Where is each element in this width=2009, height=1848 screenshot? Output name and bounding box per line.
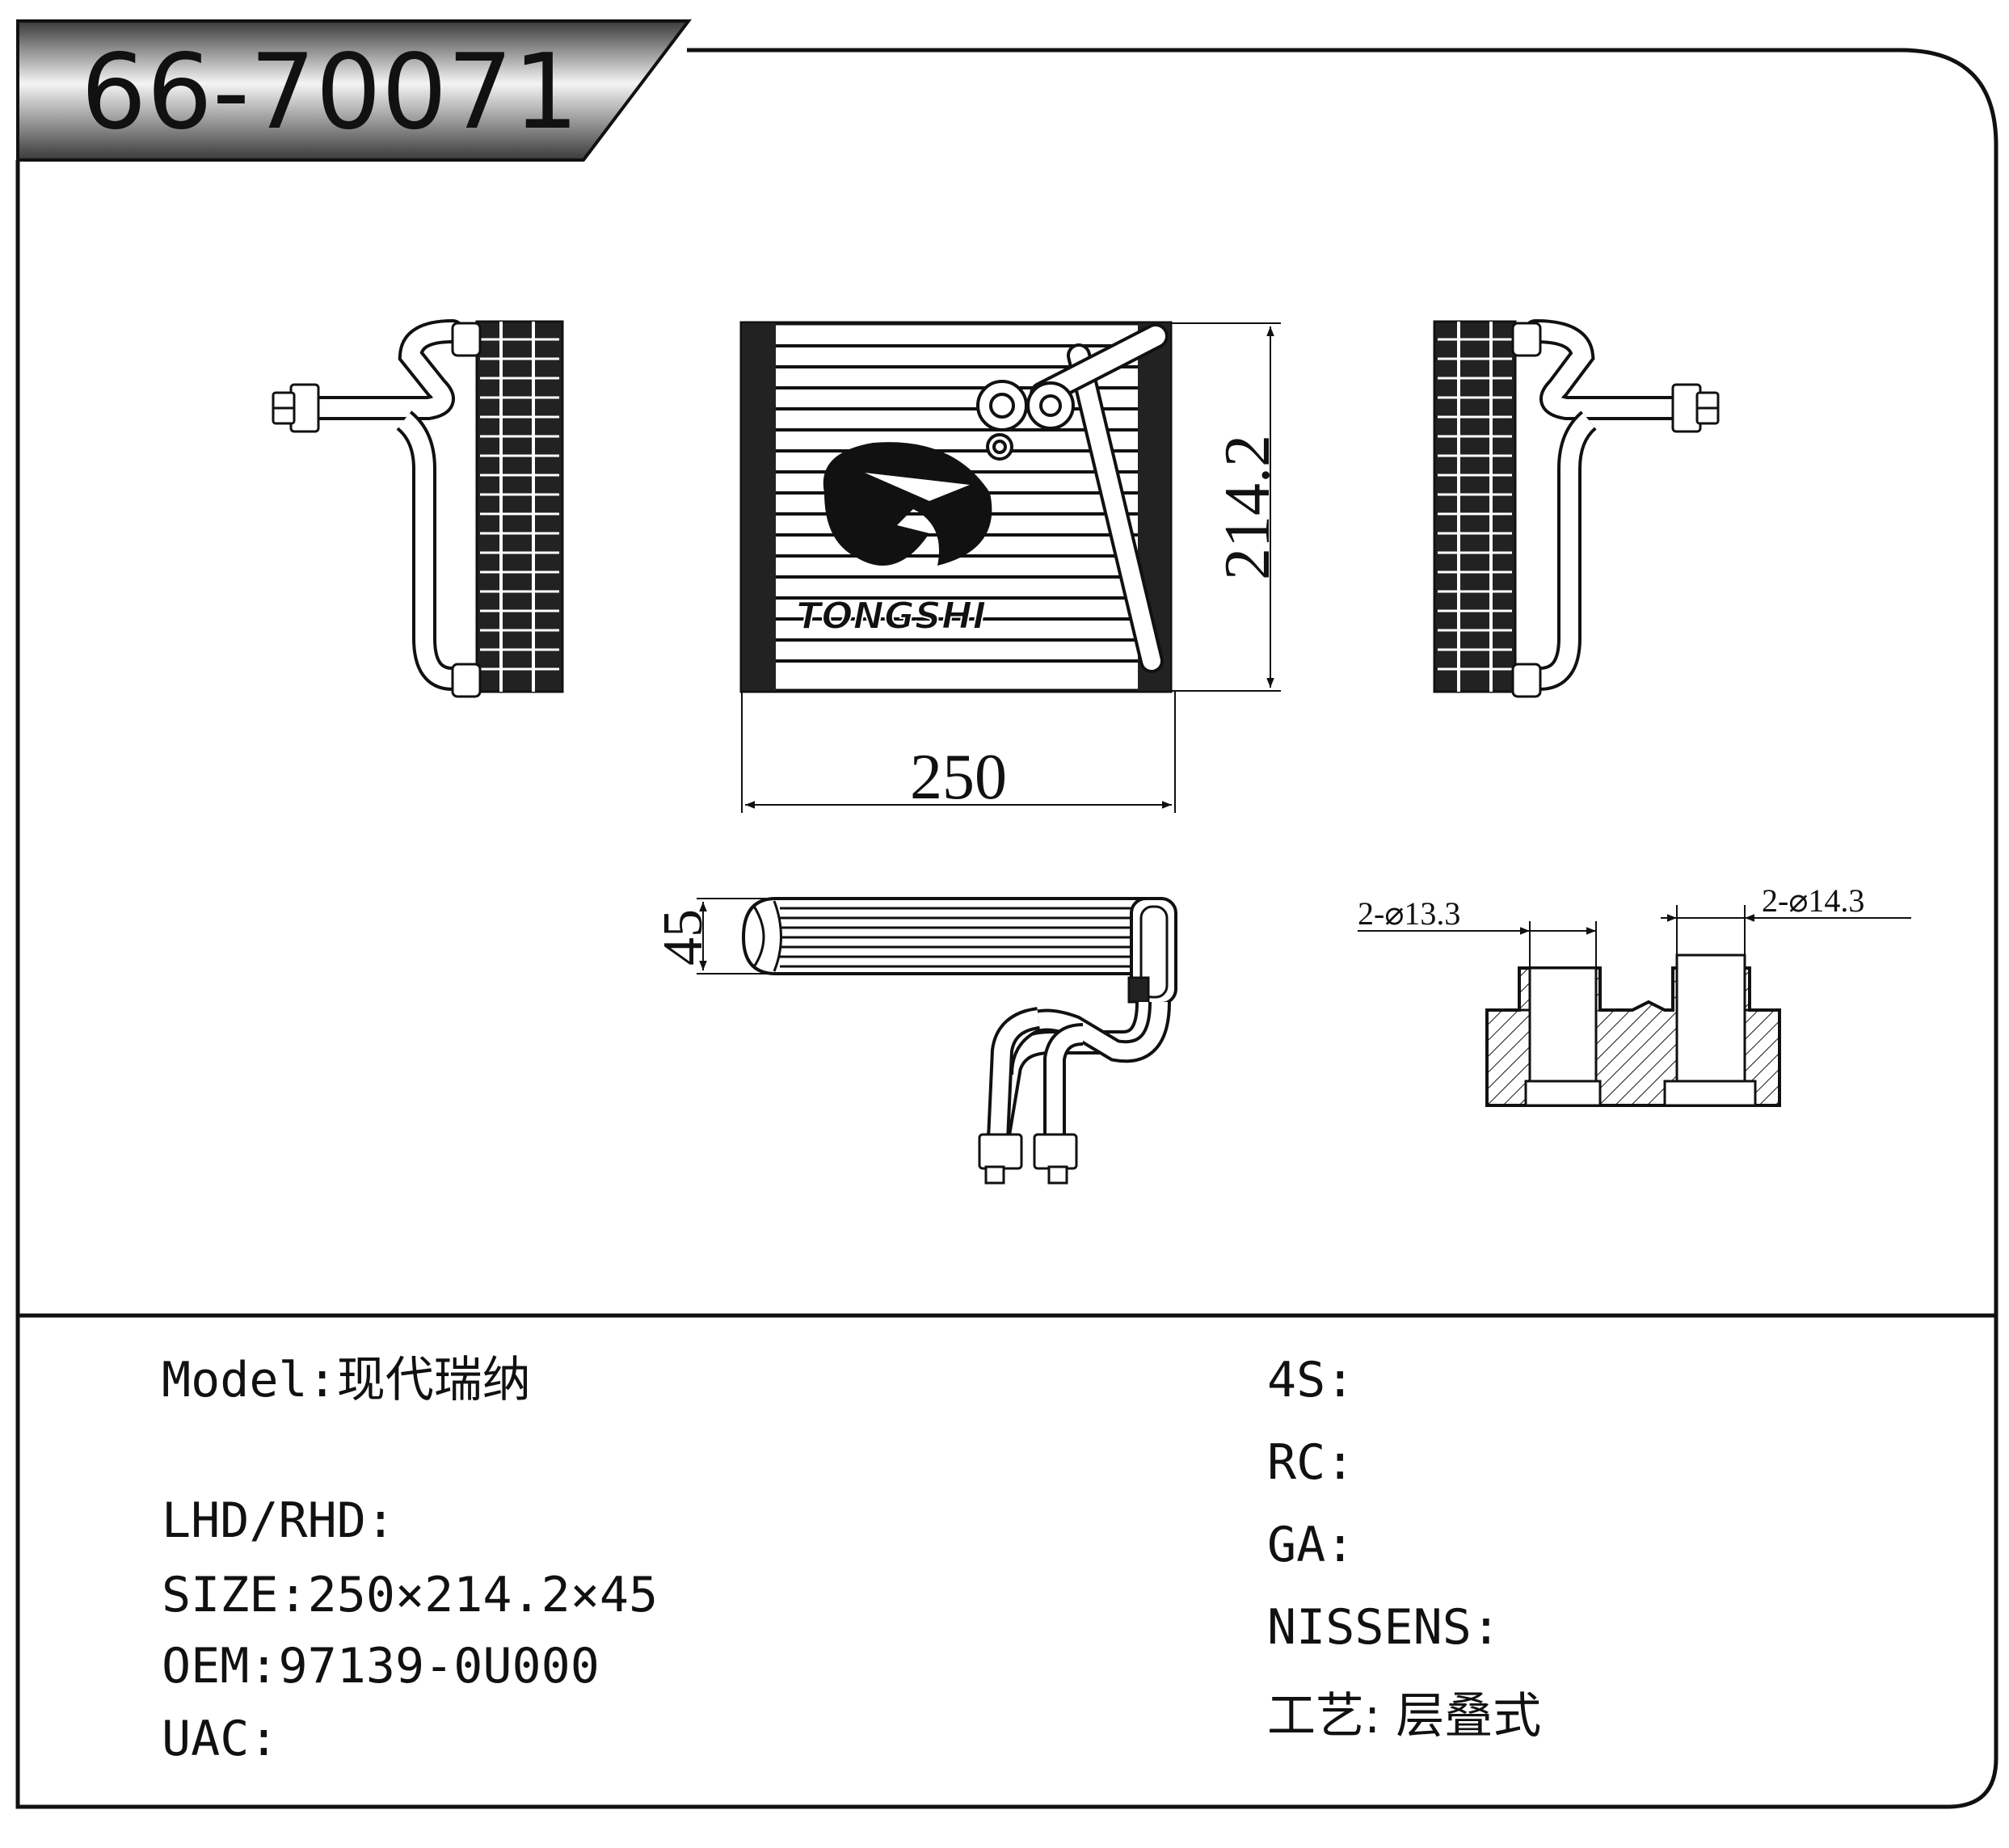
part-number: 66-70071 — [81, 32, 579, 153]
dimension-height — [1170, 322, 1281, 692]
spec-process: 工艺: 层叠式 — [1267, 1688, 1541, 1745]
logo-text: TONGSHI — [796, 594, 986, 638]
dimension-height-label: 214.2 — [1212, 435, 1283, 580]
dimension-width-label: 250 — [910, 742, 1007, 813]
spec-size: SIZE:250×214.2×45 — [162, 1567, 658, 1623]
dimension-depth-label: 45 — [652, 909, 714, 966]
spec-model: Model:现代瑞纳 — [162, 1352, 531, 1408]
drawing-frame — [15, 48, 1998, 1809]
spec-uac: UAC: — [162, 1711, 279, 1767]
tongshi-logo: TONGSHI — [795, 442, 992, 638]
flange-section — [1485, 953, 1781, 1107]
hole-dimension-lines — [1358, 905, 1911, 968]
spec-lhd-rhd: LHD/RHD: — [162, 1492, 395, 1549]
header-tab: 66-70071 — [16, 19, 693, 162]
hole-label-left: 2-⌀13.3 — [1358, 895, 1460, 932]
front-view: TONGSHI — [739, 321, 1173, 693]
dimension-depth — [697, 898, 776, 975]
spec-4s: 4S: — [1267, 1352, 1354, 1408]
side-view-right — [1433, 319, 1720, 698]
spec-nissens: NISSENS: — [1267, 1599, 1501, 1656]
top-view — [741, 897, 1177, 1185]
spec-list-left: Model:现代瑞纳 LHD/RHD: SIZE:250×214.2×45 OE… — [162, 1352, 658, 1767]
side-view-left — [272, 319, 564, 698]
spec-rc: RC: — [1267, 1434, 1354, 1491]
spec-oem: OEM:97139-0U000 — [162, 1638, 600, 1694]
hole-label-right: 2-⌀14.3 — [1762, 882, 1864, 919]
dimension-width — [741, 691, 1176, 813]
spec-list-right: 4S: RC: GA: NISSENS: 工艺: 层叠式 — [1267, 1352, 1541, 1745]
spec-ga: GA: — [1267, 1517, 1354, 1573]
